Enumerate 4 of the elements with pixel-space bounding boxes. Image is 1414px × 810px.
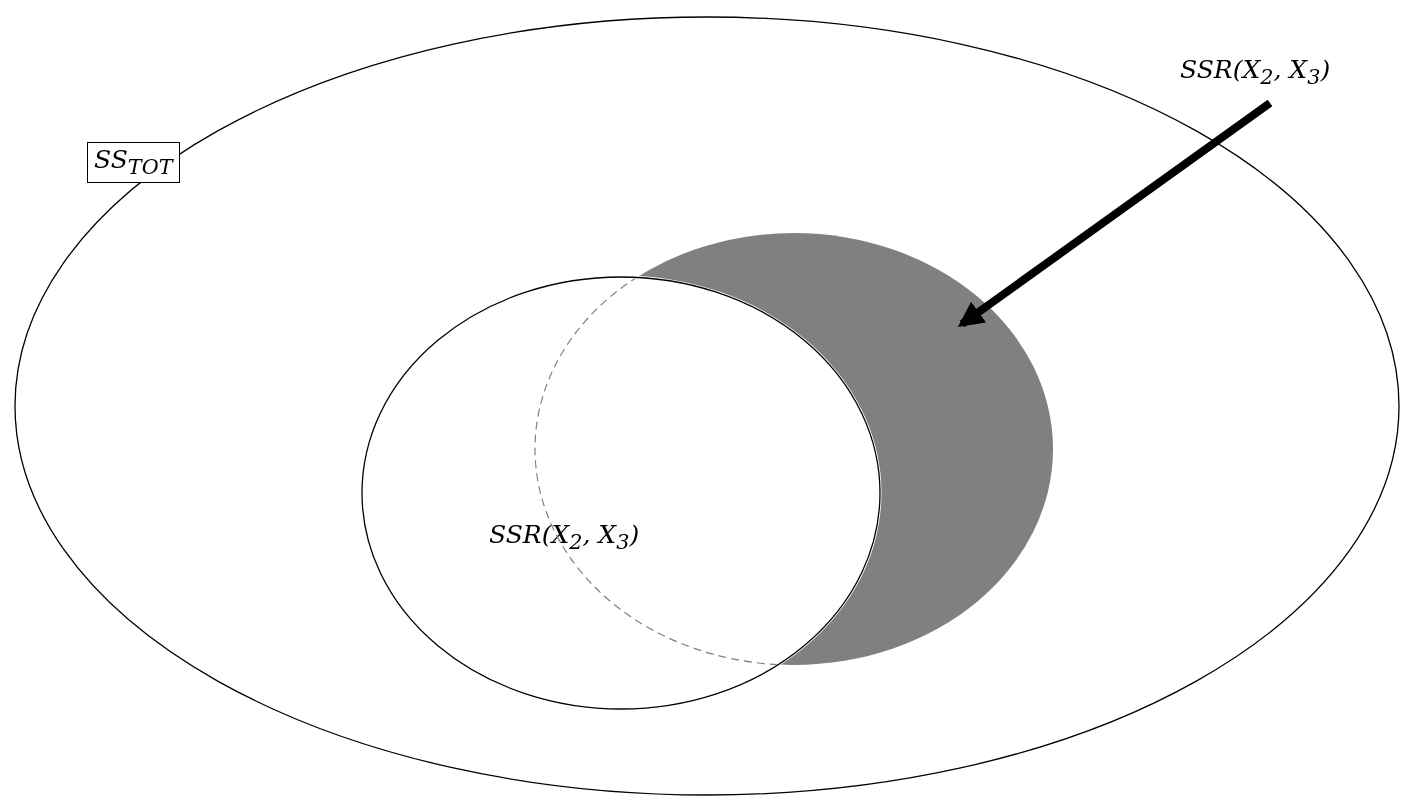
arrow	[957, 99, 1273, 328]
math-label: SSR(X$_{2}$, X$_{3}$)	[1180, 55, 1331, 90]
math-label: SSR(X$_{2}$, X$_{3}$)	[489, 520, 640, 555]
term-tag: SS$_{TOT}$	[87, 142, 180, 183]
